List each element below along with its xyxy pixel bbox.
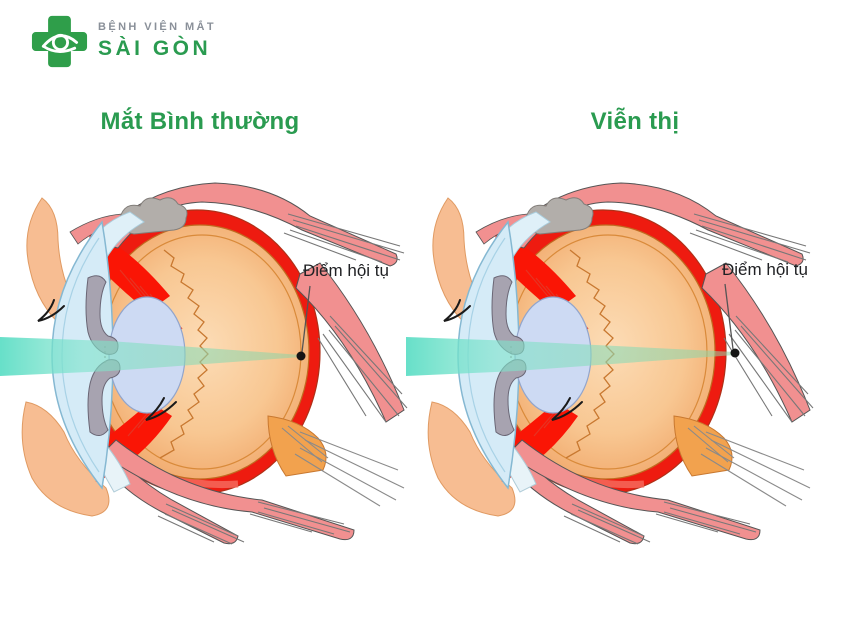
logo-text: BỆNH VIỆN MẮT SÀI GÒN [98,21,216,62]
logo-city-name: SÀI GÒN [98,36,212,60]
logo-hospital-name: BỆNH VIỆN MẮT [98,20,216,33]
focal-point-dot [296,351,306,361]
heading-hyperopia: Viễn thị [590,108,680,135]
logo-cross-eye-icon [31,15,88,68]
eye-diagram-hyperopia [406,170,816,560]
heading-normal-eye: Mắt Bình thường [100,108,300,135]
hospital-logo: BỆNH VIỆN MẮT SÀI GÒN [31,13,216,70]
focal-point-label-hyperopia: Điểm hội tụ [722,260,808,279]
focal-point-dot [730,348,740,358]
focal-point-label-normal: Điểm hội tụ [303,261,389,280]
focal-point-leader-line [301,285,311,353]
focal-point-leader-line [724,283,734,350]
light-beam [406,337,735,376]
light-beam [0,337,301,376]
eye-diagram-normal [0,170,410,560]
